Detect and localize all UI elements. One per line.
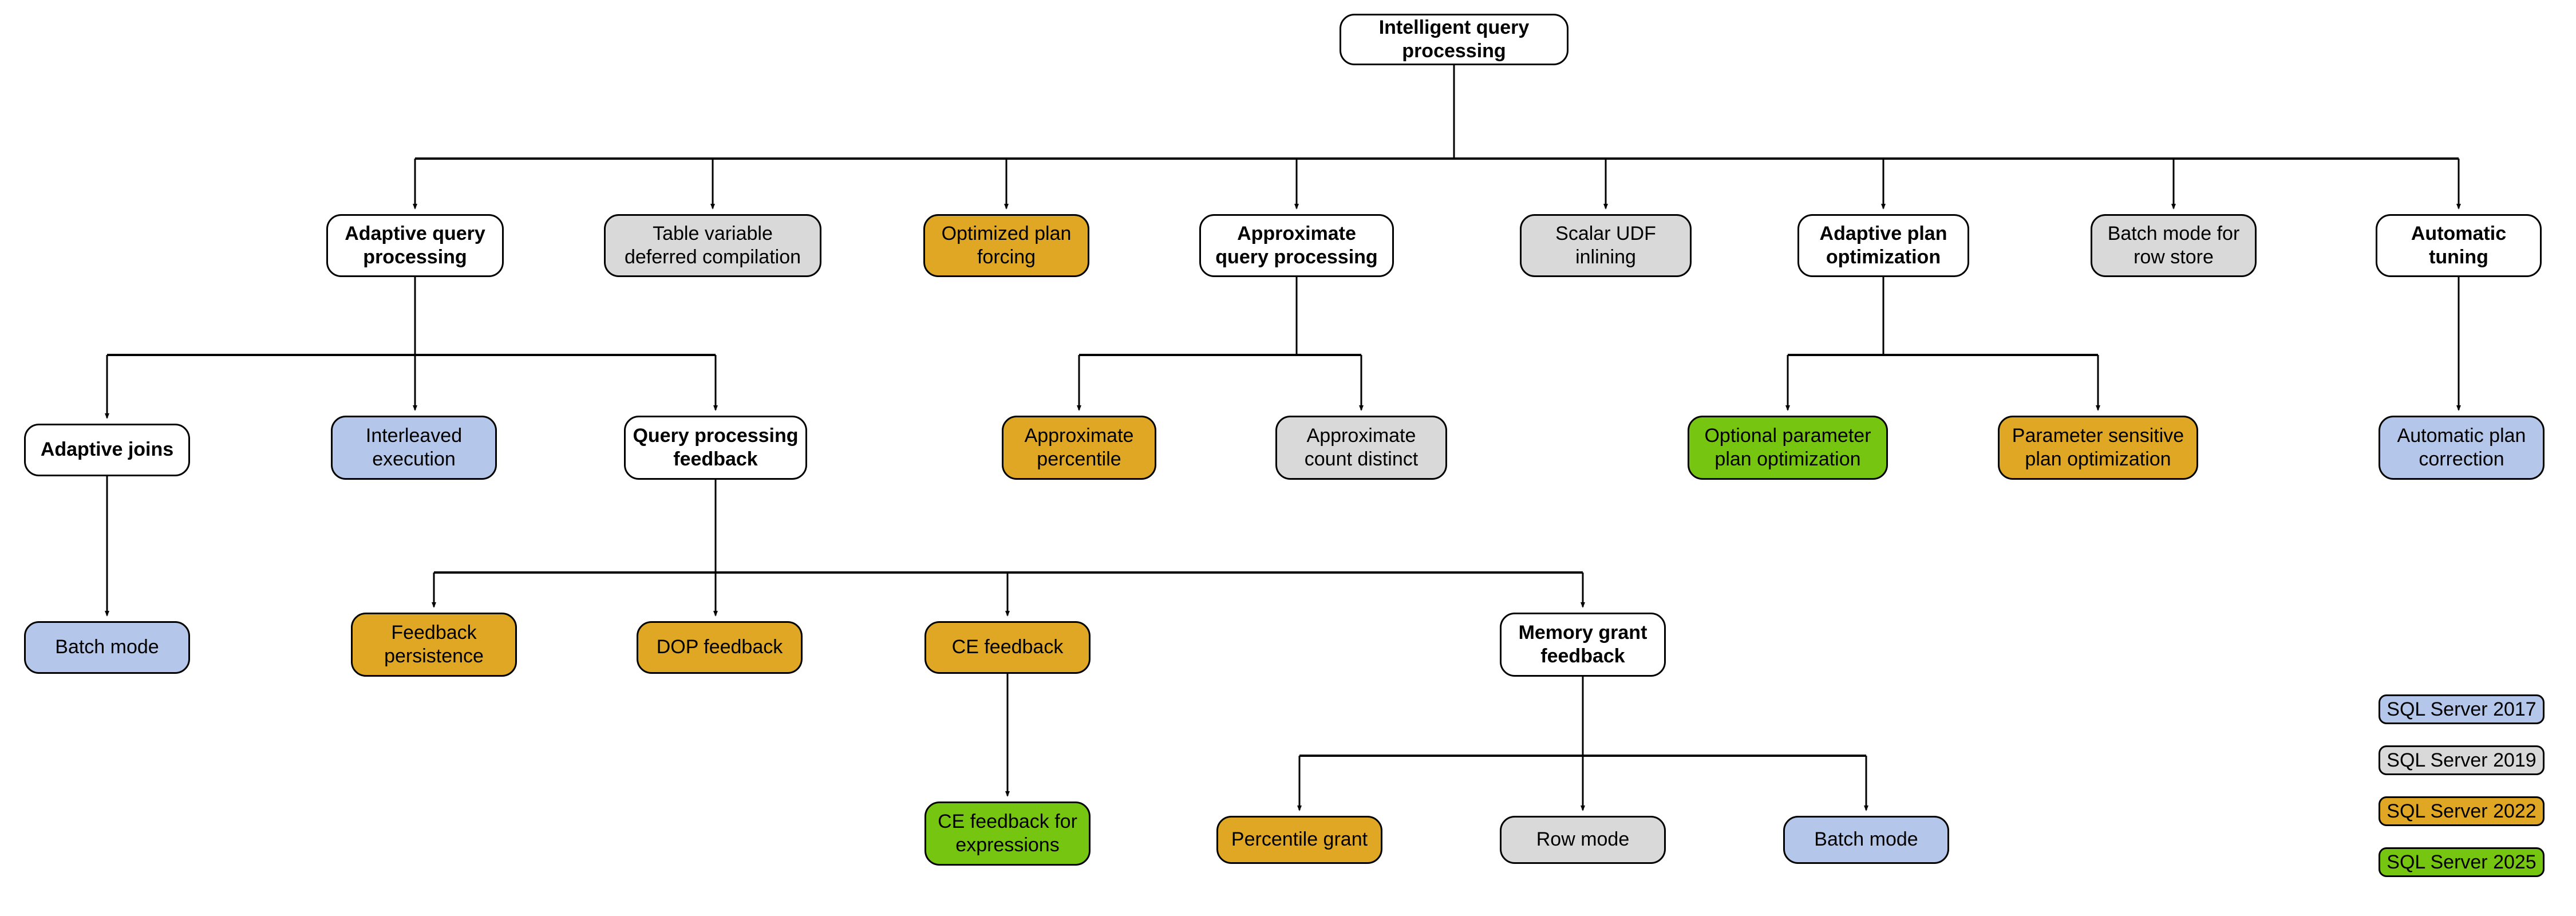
node-apo[interactable]: Adaptive plan optimization [1797,214,1969,277]
node-bmrs[interactable]: Batch mode for row store [2091,214,2257,277]
node-aqp[interactable]: Adaptive query processing [326,214,504,277]
legend-item-sql-server-2022: SQL Server 2022 [2379,796,2545,826]
legend-item-sql-server-2019: SQL Server 2019 [2379,745,2545,775]
node-approxpct[interactable]: Approximate percentile [1002,416,1156,480]
node-opf[interactable]: Optimized plan forcing [923,214,1089,277]
node-oppo[interactable]: Optional parameter plan optimization [1688,416,1888,480]
node-ilexec[interactable]: Interleaved execution [331,416,497,480]
node-autotune[interactable]: Automatic tuning [2376,214,2542,277]
node-dopfb[interactable]: DOP feedback [637,621,803,674]
node-rowmode[interactable]: Row mode [1500,816,1666,864]
node-ajoins[interactable]: Adaptive joins [24,424,190,476]
node-cefb[interactable]: CE feedback [924,621,1091,674]
node-mgfeed[interactable]: Memory grant feedback [1500,613,1666,677]
legend-item-sql-server-2017: SQL Server 2017 [2379,694,2545,724]
node-sudf[interactable]: Scalar UDF inlining [1520,214,1692,277]
node-apc[interactable]: Automatic plan correction [2379,416,2545,480]
node-approxqp[interactable]: Approximate query processing [1199,214,1394,277]
node-pspo[interactable]: Parameter sensitive plan optimization [1998,416,2198,480]
node-bmode1[interactable]: Batch mode [24,621,190,674]
node-bmode2[interactable]: Batch mode [1783,816,1949,864]
node-root[interactable]: Intelligent query processing [1340,14,1568,65]
node-cefbexpr[interactable]: CE feedback for expressions [924,802,1091,866]
node-qpfeed[interactable]: Query processing feedback [624,416,807,480]
node-tvdc[interactable]: Table variable deferred compilation [604,214,821,277]
node-approxcd[interactable]: Approximate count distinct [1275,416,1447,480]
node-fbpersist[interactable]: Feedback persistence [351,613,517,677]
node-pctgrant[interactable]: Percentile grant [1216,816,1382,864]
legend-item-sql-server-2025: SQL Server 2025 [2379,847,2545,877]
